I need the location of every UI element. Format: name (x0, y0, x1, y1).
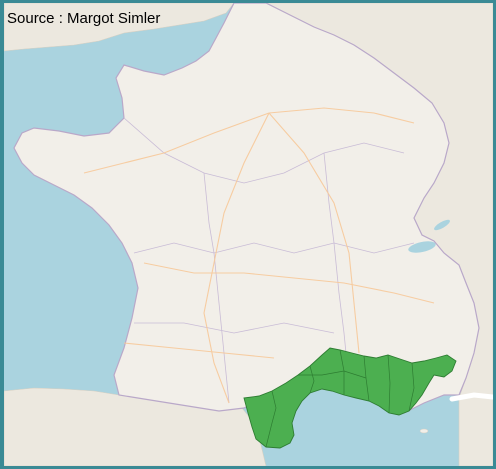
highlighted-region-borders (265, 349, 415, 448)
sea-route-line (449, 392, 493, 402)
map-viewport[interactable] (4, 3, 493, 466)
lake-geneva (408, 241, 436, 253)
map-canvas (4, 3, 493, 466)
lake-neuchatel (434, 219, 450, 231)
region-borders (123, 117, 415, 404)
roads (83, 107, 435, 404)
source-label: Source : Margot Simler (7, 10, 161, 27)
uk-land (4, 3, 235, 52)
highlighted-region[interactable] (243, 347, 457, 449)
island (419, 428, 429, 434)
